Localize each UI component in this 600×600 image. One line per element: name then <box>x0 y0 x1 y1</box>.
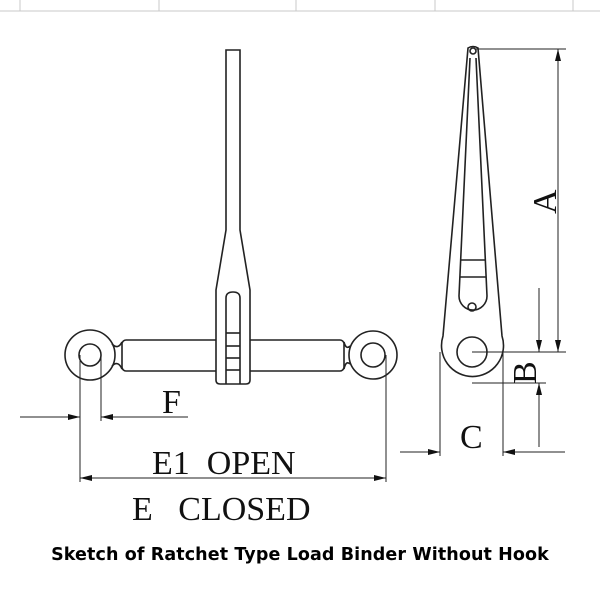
dim-label-e1-open: E1 OPEN <box>152 445 296 482</box>
dim-label-b: B <box>507 361 544 384</box>
left-eye <box>64 329 116 381</box>
dim-label-f: F <box>162 384 181 421</box>
front-dimensions <box>20 355 387 482</box>
side-pin-hole <box>469 47 477 55</box>
dim-label-e-closed: E CLOSED <box>132 491 311 528</box>
diagram-caption: Sketch of Ratchet Type Load Binder Witho… <box>51 545 549 565</box>
side-dimensions <box>400 48 566 456</box>
front-view <box>64 49 398 385</box>
dim-label-a: A <box>527 189 564 214</box>
side-view <box>440 45 505 378</box>
table-fragment <box>0 0 600 12</box>
handle <box>215 49 251 385</box>
right-eye <box>348 330 398 380</box>
side-outline <box>440 45 505 378</box>
dim-label-c: C <box>460 419 483 456</box>
